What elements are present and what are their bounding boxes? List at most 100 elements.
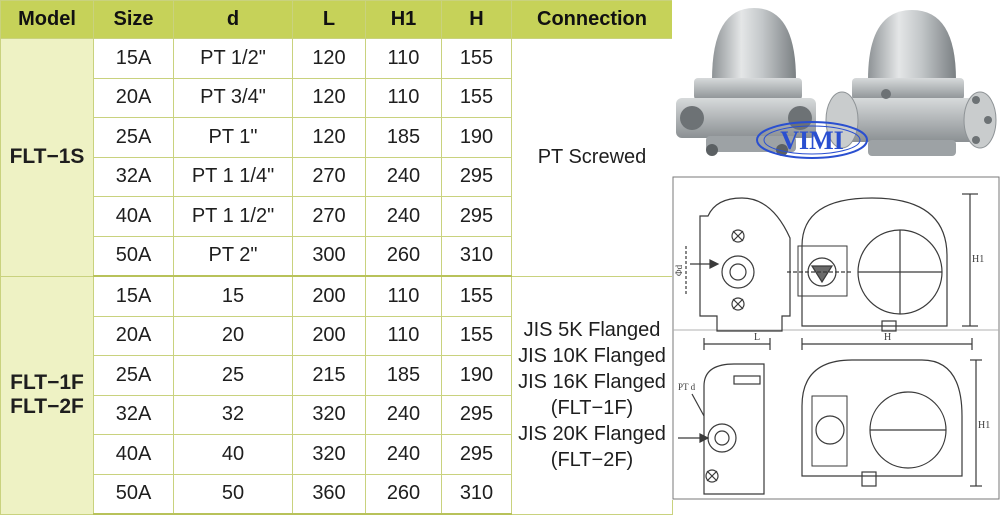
cell-d: 50	[173, 473, 293, 515]
cell-d: PT 1"	[173, 117, 293, 158]
connection-cell: PT Screwed	[511, 38, 673, 277]
cell-h: 155	[441, 38, 512, 79]
cell-l: 215	[292, 355, 366, 396]
cell-h1: 185	[365, 355, 442, 396]
cell-d: 20	[173, 315, 293, 356]
label-phi-d: Φd	[674, 264, 684, 276]
cell-l: 200	[292, 275, 366, 317]
cell-l: 120	[292, 77, 366, 118]
cell-size: 32A	[93, 156, 174, 197]
cell-d: 40	[173, 434, 293, 475]
dimension-drawings: Φd H1 L	[672, 176, 1000, 500]
header-d: d	[173, 0, 293, 39]
cell-d: PT 1/2"	[173, 38, 293, 79]
cell-h1: 240	[365, 434, 442, 475]
cell-l: 120	[292, 117, 366, 158]
cell-size: 32A	[93, 394, 174, 435]
header-h: H	[441, 0, 512, 39]
cell-h1: 110	[365, 275, 442, 317]
cell-h: 155	[441, 275, 512, 317]
logo-text: VIMI	[780, 126, 844, 155]
cell-l: 200	[292, 315, 366, 356]
top-front-view: H1	[787, 193, 984, 332]
cell-d: PT 1 1/2"	[173, 196, 293, 237]
cell-size: 15A	[93, 38, 174, 79]
cell-h: 295	[441, 156, 512, 197]
cell-h1: 110	[365, 315, 442, 356]
connection-text: JIS 20K Flanged	[518, 423, 666, 445]
bottom-front-view: H H1	[801, 332, 990, 487]
header-size: Size	[93, 0, 174, 39]
cell-d: PT 2"	[173, 235, 293, 277]
header-row: Model Size d L H1 H Connection	[0, 0, 673, 39]
top-side-view: Φd	[674, 197, 791, 332]
label-bottom-h1: H1	[978, 420, 990, 431]
cell-size: 15A	[93, 275, 174, 317]
label-bottom-h: H	[884, 332, 891, 343]
bottom-side-view: L PT d	[678, 332, 771, 495]
cell-size: 50A	[93, 473, 174, 515]
cell-l: 360	[292, 473, 366, 515]
technical-drawing: Φd H1 L	[672, 176, 1000, 500]
cell-h: 295	[441, 434, 512, 475]
product-photo: VIMI	[672, 0, 1000, 176]
cell-d: PT 1 1/4"	[173, 156, 293, 197]
cell-h1: 260	[365, 473, 442, 515]
connection-text: JIS 10K Flanged	[518, 345, 666, 367]
cell-size: 20A	[93, 77, 174, 118]
cell-h: 310	[441, 473, 512, 515]
cell-l: 120	[292, 38, 366, 79]
steam-trap-photo: VIMI	[676, 8, 997, 159]
header-l: L	[292, 0, 366, 39]
cell-d: 32	[173, 394, 293, 435]
header-h1: H1	[365, 0, 442, 39]
cell-size: 20A	[93, 315, 174, 356]
spec-table: Model Size d L H1 H Connection FLT−1S 15A…	[0, 0, 673, 515]
cell-l: 320	[292, 394, 366, 435]
vimi-logo: VIMI	[756, 121, 868, 159]
model-name: FLT−1F	[10, 371, 84, 394]
label-l: L	[754, 332, 760, 343]
header-connection: Connection	[511, 0, 673, 39]
model-cell: FLT−1S	[0, 38, 94, 277]
cell-h1: 110	[365, 77, 442, 118]
model-name: FLT−1S	[9, 145, 85, 169]
header-model: Model	[0, 0, 94, 39]
cell-h: 295	[441, 394, 512, 435]
label-top-h1: H1	[972, 254, 984, 265]
cell-l: 270	[292, 196, 366, 237]
cell-size: 40A	[93, 196, 174, 237]
cell-l: 270	[292, 156, 366, 197]
cell-h: 155	[441, 77, 512, 118]
connection-text: JIS 5K Flanged	[523, 319, 661, 341]
connection-text: PT Screwed	[537, 146, 647, 169]
connection-text: (FLT−2F)	[550, 449, 634, 471]
cell-size: 50A	[93, 235, 174, 277]
connection-text: JIS 16K Flanged	[518, 371, 666, 393]
flanged-trap-image	[825, 10, 997, 156]
cell-d: 25	[173, 355, 293, 396]
cell-h1: 260	[365, 235, 442, 277]
screwed-trap-image	[676, 8, 816, 156]
cell-h1: 185	[365, 117, 442, 158]
cell-h1: 240	[365, 156, 442, 197]
cell-h1: 110	[365, 38, 442, 79]
model-name: FLT−2F	[10, 395, 84, 418]
cell-h: 295	[441, 196, 512, 237]
cell-size: 40A	[93, 434, 174, 475]
connection-text: (FLT−1F)	[550, 397, 634, 419]
cell-size: 25A	[93, 355, 174, 396]
cell-h: 190	[441, 117, 512, 158]
